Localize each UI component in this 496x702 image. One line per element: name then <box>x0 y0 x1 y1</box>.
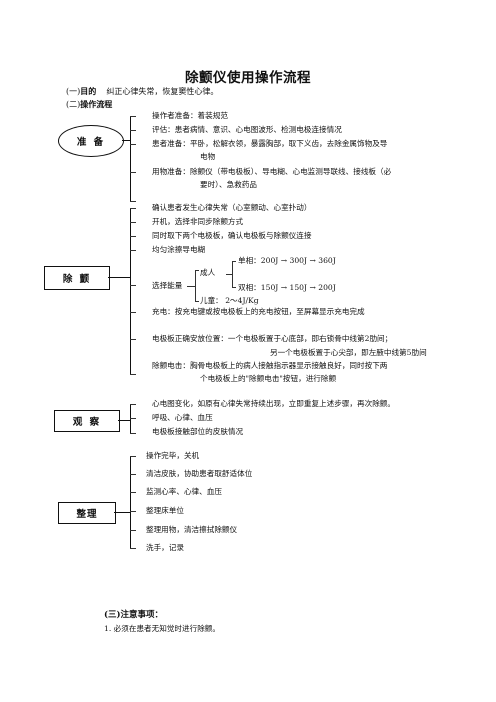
prep-item: 电物 <box>200 152 216 161</box>
defib-tick <box>130 285 136 286</box>
defib-label: 除 颤 <box>62 274 92 285</box>
section-purpose-number: (一) <box>66 87 81 96</box>
defib-box: 除 颤 <box>44 266 110 290</box>
tidy-tick <box>130 456 136 457</box>
prep-item: 患者准备：平卧，松解衣领，暴露胸部，取下义齿，去除金属饰物及导 <box>152 139 388 148</box>
defib-tick <box>130 250 136 251</box>
observe-item: 电极板接触部位的皮肤情况 <box>152 427 244 436</box>
tidy-tick <box>130 530 136 531</box>
defib-tick <box>130 374 136 375</box>
note-item: 1. 必须在患者无知觉时进行除颤。 <box>104 624 220 633</box>
section-notes-heading: (三)注意事项： <box>104 610 164 620</box>
electrode-position-2: 另一个电极板置于心尖部，即左腋中线第5肋间 <box>270 348 427 357</box>
prep-tick <box>130 144 136 145</box>
tidy-tick <box>130 492 136 493</box>
energy-connector <box>187 286 195 287</box>
defib-tick <box>130 236 136 237</box>
observe-tick <box>130 404 136 405</box>
observe-item: 心电图变化，如原有心律失常持续出现，立即重复上述步骤，再次除颤。 <box>152 399 395 408</box>
tidy-box: 整理 <box>58 502 116 524</box>
tidy-item: 监测心率、心律、血压 <box>146 487 222 496</box>
defib-shock-2: 个电极板上的"除颤电击"按钮，进行除颤 <box>200 374 337 383</box>
section-purpose-heading: 目的 <box>80 86 97 96</box>
electrode-position: 电极板正确安放位置：一个电极板置于心底部，即右锁骨中线第2肋间； <box>152 334 393 343</box>
observe-label: 观 察 <box>72 417 102 428</box>
defib-item: 开机，选择非同步除颤方式 <box>152 217 244 226</box>
prep-tick <box>130 201 136 202</box>
observe-tick <box>130 418 136 419</box>
tidy-item: 整理床单位 <box>146 506 184 515</box>
prep-tick <box>130 172 136 173</box>
defib-tick <box>130 339 136 340</box>
prep-connector <box>122 140 130 141</box>
defib-item: 确认患者发生心律失常（心室颤动、心室扑动） <box>152 203 312 212</box>
defib-tick <box>130 208 136 209</box>
defib-tick <box>130 312 136 313</box>
energy-tick <box>195 301 199 302</box>
energy-bracket <box>195 270 196 301</box>
child-energy: 儿童： 2～4J/Kg <box>200 296 259 305</box>
observe-item: 呼吸、心律、血压 <box>152 413 213 422</box>
prep-item: 用物准备：除颤仪（带电极板）、导电糊、心电监测导联线、接线板（必 <box>152 167 392 176</box>
defib-bracket <box>130 208 131 374</box>
tidy-tick <box>130 511 136 512</box>
defib-connector <box>108 277 130 278</box>
defib-charge: 充电：按充电键或按电极板上的充电按钮，至屏幕显示充电完成 <box>152 307 365 316</box>
defib-tick <box>130 222 136 223</box>
adult-connector <box>226 274 232 275</box>
tidy-item: 洗手，记录 <box>146 543 184 552</box>
monophasic-energy: 单相：200J → 300J → 360J <box>238 256 336 265</box>
defib-item: 同时取下两个电极板，确认电极板与除颤仪连接 <box>152 231 312 240</box>
adult-tick <box>232 287 236 288</box>
prep-item: 评估：患者病情、意识、心电图波形、检测电极连接情况 <box>152 125 342 134</box>
section-purpose-text: 纠正心律失常，恢复窦性心律。 <box>106 87 219 96</box>
adult-label: 成人 <box>200 268 216 277</box>
tidy-connector <box>114 512 130 513</box>
tidy-item: 操作完毕，关机 <box>146 451 200 460</box>
defib-shock: 除颤电击：胸骨电极板上的病人接触指示器显示接触良好，同时按下两 <box>152 361 388 370</box>
observe-connector <box>118 420 130 421</box>
observe-box: 观 察 <box>54 410 120 432</box>
prep-label: 准 备 <box>76 137 106 148</box>
prep-tick <box>130 130 136 131</box>
prep-bracket <box>130 116 131 201</box>
page-title: 除颤仪使用操作流程 <box>185 70 311 86</box>
adult-tick <box>232 261 236 262</box>
observe-tick <box>130 433 136 434</box>
section-purpose: (一)目的 纠正心律失常，恢复窦性心律。 <box>66 86 218 97</box>
section-procedure-number: (二) <box>66 100 81 109</box>
tidy-label: 整理 <box>76 509 98 520</box>
section-procedure: (二)操作流程 <box>66 99 112 110</box>
adult-bracket <box>232 261 233 287</box>
energy-tick <box>195 270 199 271</box>
tidy-tick <box>130 474 136 475</box>
prep-item: 要时）、急救药品 <box>200 180 257 189</box>
tidy-item: 整理用物，清洁擦拭除颤仪 <box>146 525 238 534</box>
biphasic-energy: 双相：150J → 150J → 200J <box>238 283 336 292</box>
prep-oval: 准 备 <box>58 125 124 157</box>
tidy-tick <box>130 548 136 549</box>
prep-tick <box>130 116 136 117</box>
energy-label: 选择能量 <box>152 281 183 290</box>
prep-item: 操作者准备：着装规范 <box>152 111 228 120</box>
section-procedure-heading: 操作流程 <box>80 99 113 109</box>
tidy-item: 清洁皮肤，协助患者取舒适体位 <box>146 469 253 478</box>
defib-item: 均匀涂擦导电糊 <box>152 245 206 254</box>
tidy-bracket <box>130 456 131 548</box>
